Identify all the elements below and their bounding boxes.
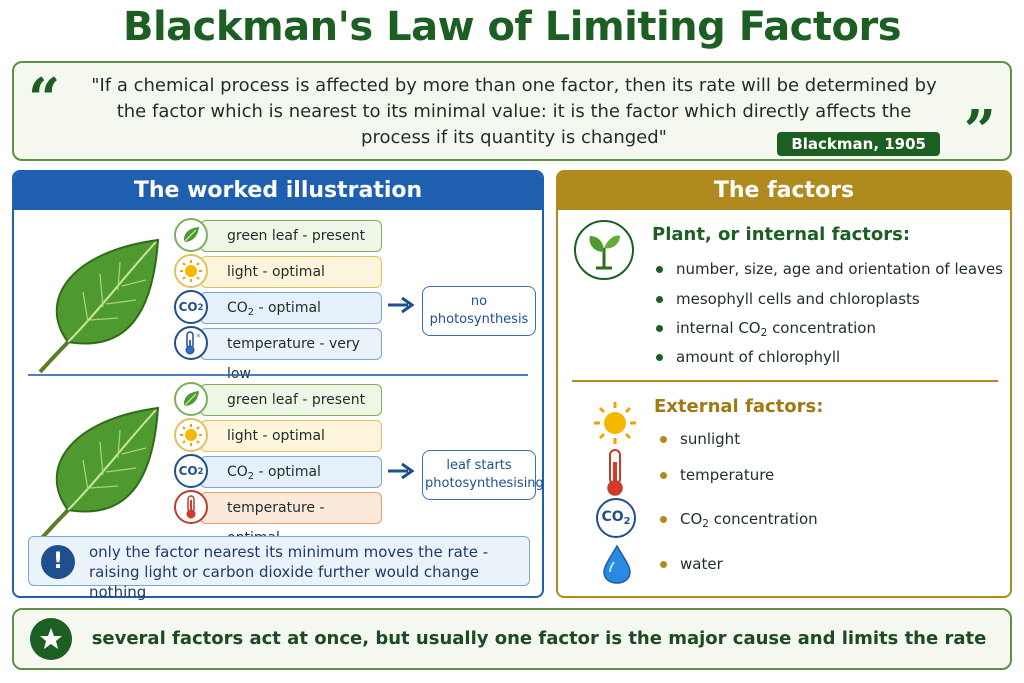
internal-factor-item: mesophyll cells and chloroplasts	[656, 290, 920, 308]
sun-icon	[174, 254, 208, 288]
worked-illustration-panel: The worked illustration green leaf - pre…	[12, 170, 544, 601]
factors-body: Plant, or internal factors: number, size…	[558, 210, 1010, 596]
close-quote-icon: ”	[963, 98, 996, 164]
illustration-body: green leaf - present light - optimal CO2…	[14, 210, 544, 601]
citation-badge: Blackman, 1905	[777, 132, 940, 156]
factors-divider	[572, 380, 998, 382]
water-drop-icon	[603, 544, 631, 584]
plant-sprout-icon	[574, 220, 634, 280]
factors-heading: The factors	[558, 172, 1010, 210]
arrow-icon	[388, 296, 415, 314]
case1-result: no photosynthesis	[422, 286, 536, 336]
case1-light-pill: light - optimal	[200, 256, 382, 288]
case2-temperature-pill: temperature - optimal	[200, 492, 382, 546]
quote-box: “ "If a chemical process is affected by …	[12, 61, 1012, 161]
leaf-icon	[38, 406, 160, 542]
factors-panel: The factors Plant, or internal factors: …	[556, 170, 1012, 598]
sun-icon	[174, 418, 208, 452]
case1-leaf-pill: green leaf - present	[200, 220, 382, 252]
thermometer-cold-icon: *	[174, 326, 208, 360]
case2-result: leaf starts photosynthesising	[422, 450, 544, 500]
case1-co2-pill: CO2 - optimal	[200, 292, 382, 324]
leaf-icon	[38, 238, 160, 374]
quote-text: "If a chemical process is affected by mo…	[91, 75, 937, 148]
thermometer-icon	[174, 490, 208, 524]
arrow-icon	[388, 462, 415, 480]
case2-light-pill: light - optimal	[200, 420, 382, 452]
leaf-icon	[174, 382, 208, 416]
sun-icon	[594, 402, 636, 444]
limiting-note-text: only the factor nearest its minimum move…	[89, 543, 489, 601]
thermometer-icon	[607, 449, 623, 496]
external-factor-item: water	[660, 555, 723, 573]
external-factor-item: sunlight	[659, 430, 741, 448]
case-divider	[28, 374, 528, 376]
leaf-icon	[174, 218, 208, 252]
summary-text: several factors act at once, but usually…	[91, 628, 987, 649]
summary-footer: several factors act at once, but usually…	[12, 608, 1012, 670]
exclamation-icon: !	[41, 545, 75, 579]
internal-factor-item: internal CO2 concentration	[656, 319, 876, 339]
internal-factors-title: Plant, or internal factors:	[652, 224, 911, 245]
open-quote-icon: “	[28, 66, 61, 132]
worked-illustration-heading: The worked illustration	[14, 172, 542, 210]
external-factors-title: External factors:	[654, 396, 824, 417]
svg-text:*: *	[196, 333, 201, 343]
case2-leaf-pill: green leaf - present	[200, 384, 382, 416]
external-factor-item: temperature	[659, 466, 775, 484]
limiting-note: ! only the factor nearest its minimum mo…	[28, 536, 530, 601]
star-icon	[30, 618, 72, 660]
co2-icon: CO2	[596, 498, 636, 538]
internal-factor-item: amount of chlorophyll	[655, 348, 841, 366]
case1-temperature-pill: temperature - very low	[200, 328, 382, 382]
case2-co2-pill: CO2 - optimal	[200, 456, 382, 488]
external-factor-item: CO2 concentration	[660, 510, 818, 530]
page-title: Blackman's Law of Limiting Factors	[122, 4, 902, 50]
internal-factor-item: number, size, age and orientation of lea…	[656, 260, 1003, 278]
